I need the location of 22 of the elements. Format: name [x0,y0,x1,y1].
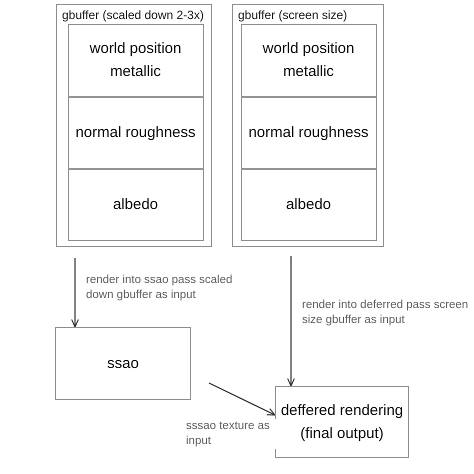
box-label: normal roughness [248,122,369,143]
group-box [232,4,384,247]
process-box [240,96,376,168]
process-box [55,327,191,400]
group-title: gbuffer (scaled down 2-3x) [62,8,204,22]
box-label: world position metallic [88,38,182,82]
process-box [240,24,376,96]
group-title: gbuffer (screen size) [238,8,348,22]
process-box [68,168,204,240]
box-label: ssao [107,354,139,374]
process-box [68,96,204,168]
process-box [275,386,409,458]
process-box [68,24,204,96]
arrow [208,382,276,416]
box-label: albedo [286,194,332,215]
arrow [287,256,295,387]
group-box [56,4,212,247]
box-label: world position metallic [262,38,356,82]
process-box [240,168,376,240]
box-label: normal roughness [75,122,196,143]
arrow [71,258,79,328]
box-label: albedo [112,194,158,215]
